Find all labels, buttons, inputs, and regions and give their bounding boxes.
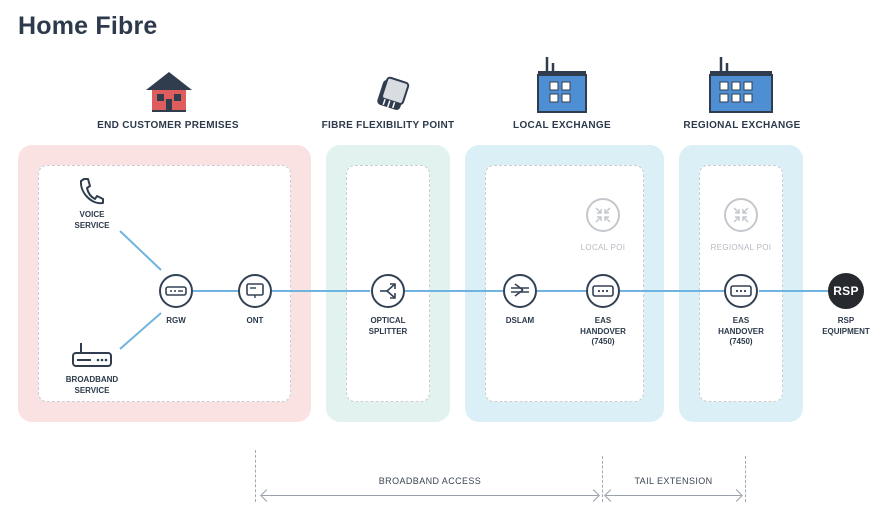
zone-heading-regional-exchange: REGIONAL EXCHANGE (683, 120, 801, 131)
ont-device-icon (246, 283, 264, 298)
handover-icon (730, 285, 752, 297)
eas-handover-local-node[interactable] (586, 274, 620, 308)
cabinet-icon (377, 76, 410, 110)
link-eas-local-eas-regional (620, 290, 725, 292)
poi-icon (595, 207, 611, 223)
handover-icon (592, 285, 614, 297)
poi-icon (733, 207, 749, 223)
eas-handover-regional-label: EAS HANDOVER (7450) (718, 316, 764, 346)
tail-extension-label: TAIL EXTENSION (634, 476, 713, 486)
broadband-access-label: BROADBAND ACCESS (378, 476, 482, 486)
broadband-access-arrow (262, 495, 598, 496)
house-icon (146, 72, 192, 112)
local-exchange-building-icon (537, 57, 587, 113)
dslam-icon (511, 283, 529, 297)
voice-service-label: VOICE SERVICE (74, 210, 110, 230)
link-eas-regional-rsp (759, 290, 829, 292)
eas-handover-regional-node[interactable] (724, 274, 758, 308)
local-poi-label: LOCAL POI (580, 243, 626, 252)
phone-icon (79, 178, 104, 205)
optical-splitter-node[interactable] (371, 274, 405, 308)
ont-node[interactable] (238, 274, 272, 308)
optical-splitter-label: OPTICAL SPLITTER (368, 316, 408, 336)
link-ont-splitter (272, 290, 370, 292)
range-divider-middle (602, 456, 603, 502)
zone-heading-ffp: FIBRE FLEXIBILITY POINT (321, 120, 455, 131)
zone-heading-premises: END CUSTOMER PREMISES (97, 120, 239, 131)
range-divider-right (745, 456, 746, 502)
zone-heading-local-exchange: LOCAL EXCHANGE (513, 120, 611, 131)
regional-poi-label: REGIONAL POI (710, 243, 772, 252)
range-divider-left (255, 450, 256, 502)
dslam-node[interactable] (503, 274, 537, 308)
local-poi-node[interactable] (586, 198, 620, 232)
regional-exchange-building-icon (709, 57, 773, 113)
rgw-node[interactable] (159, 274, 193, 308)
rsp-badge[interactable]: RSP (828, 273, 864, 309)
eas-handover-local-label: EAS HANDOVER (7450) (580, 316, 626, 346)
page-title: Home Fibre (18, 12, 158, 40)
regional-poi-node[interactable] (724, 198, 758, 232)
ont-label: ONT (246, 316, 264, 325)
gateway-icon (165, 286, 187, 296)
link-rgw-ont (193, 290, 238, 292)
link-splitter-dslam (405, 290, 503, 292)
broadband-service-label: BROADBAND SERVICE (65, 375, 119, 395)
rgw-label: RGW (166, 316, 186, 325)
rsp-equipment-label: RSP EQUIPMENT (822, 316, 870, 336)
link-dslam-eas-local (537, 290, 586, 292)
splitter-icon (380, 283, 396, 299)
tail-extension-arrow (606, 495, 741, 496)
router-icon (72, 343, 112, 367)
dslam-label: DSLAM (505, 316, 535, 325)
